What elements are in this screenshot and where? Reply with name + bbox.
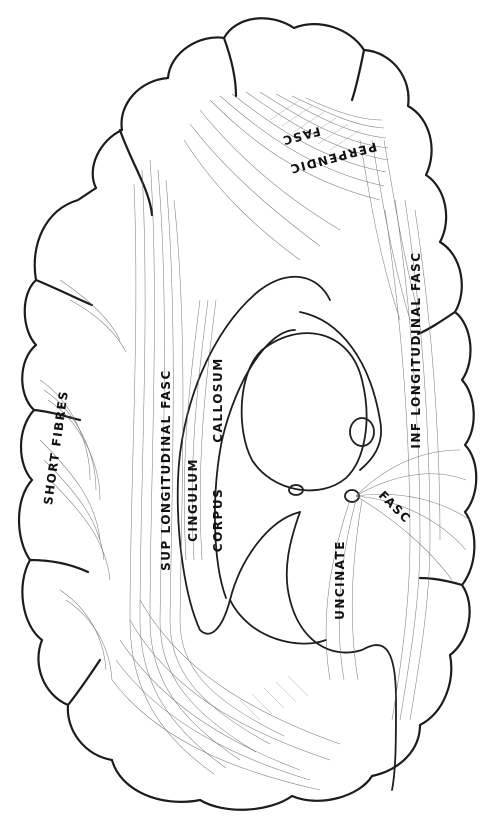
label-corpus: CORPUS	[211, 488, 225, 552]
label-sup-longitudinal-fasc: SUP LONGITUDINAL FASC	[159, 369, 173, 571]
lateral-ventricle	[242, 333, 367, 490]
sulcus-top-2	[352, 50, 364, 100]
label-perpendic-fasc-1: PERPENDIC	[288, 139, 379, 176]
lower-inner-boundary	[230, 600, 326, 644]
anterior-commissure	[350, 418, 374, 446]
sulcus-top-1	[224, 38, 236, 96]
fornix	[300, 312, 381, 470]
sulcus-right-2	[420, 578, 462, 585]
label-cingulum: CINGULUM	[186, 458, 200, 542]
label-short-fibres: SHORT FIBRES	[41, 389, 71, 506]
sulcus-left-1	[36, 280, 92, 305]
label-fasc: FASC	[376, 488, 414, 526]
sulcus-top-left	[120, 130, 152, 215]
label-callosum: CALLOSUM	[211, 357, 225, 443]
fiber-bundles	[40, 92, 470, 790]
brain-outline	[19, 18, 476, 810]
label-uncinate: UNCINATE	[333, 540, 347, 620]
sulcus-left-4	[68, 660, 100, 705]
corpus-callosum-outer	[178, 277, 330, 634]
sulcus-right-1	[418, 312, 455, 334]
label-inf-longitudinal-fasc: INF LONGITUDINAL FASC	[409, 251, 423, 448]
sulcus-left-3	[30, 560, 88, 572]
